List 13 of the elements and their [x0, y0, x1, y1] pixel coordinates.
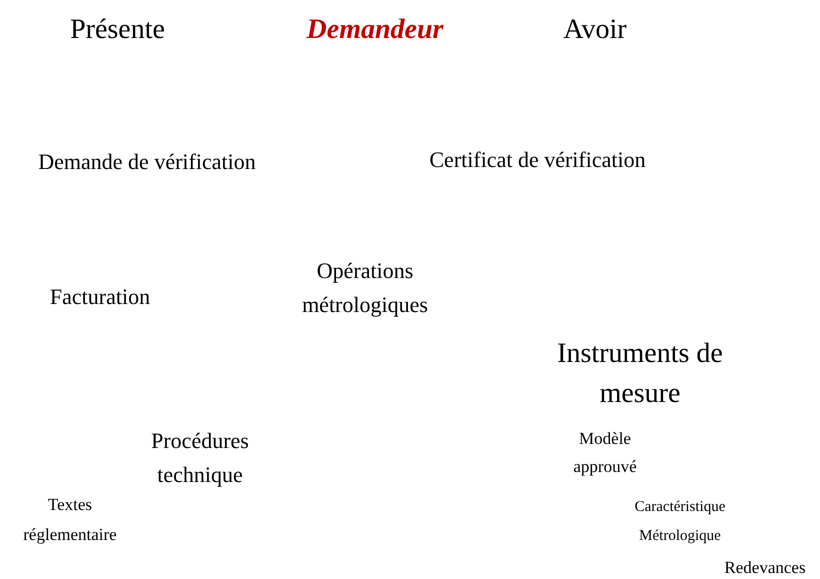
text-label: Opérations métrologiques	[301, 257, 429, 319]
text-label: Caractéristique Métrologique	[634, 498, 726, 546]
text-label: Demande de vérification	[37, 148, 257, 176]
text-label: Certificat de vérification	[428, 146, 647, 174]
title: Demandeur	[305, 13, 444, 47]
text-label: Instruments de mesure	[556, 337, 724, 411]
text-label: Textes réglementaire	[22, 494, 118, 546]
text-label: Avoir	[562, 13, 628, 47]
text-label: Redevances	[723, 557, 807, 579]
text-label: Modèle approuvé	[572, 428, 638, 478]
text-label: Facturation	[48, 283, 152, 311]
text-label: Procédures technique	[150, 427, 250, 489]
text-label: Présente	[69, 13, 166, 47]
